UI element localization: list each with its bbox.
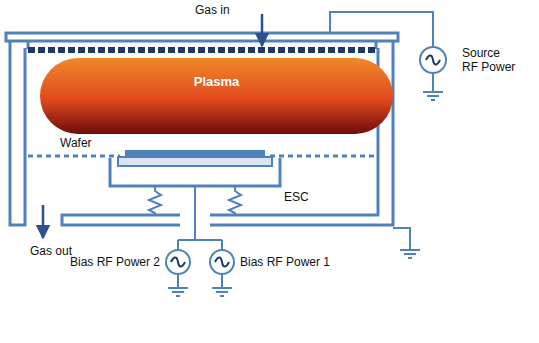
sine-symbol bbox=[215, 258, 229, 267]
rf-source-symbol bbox=[420, 47, 446, 73]
source-wire bbox=[330, 12, 433, 47]
rf-source-symbol bbox=[210, 250, 234, 274]
inductor-symbol bbox=[229, 187, 241, 215]
gas-label: Gas in bbox=[195, 3, 230, 17]
chamber-left-floor bbox=[62, 215, 180, 225]
showerhead-support bbox=[28, 41, 376, 49]
gas-in-arrow bbox=[261, 14, 264, 46]
inductor-symbol bbox=[149, 187, 161, 215]
ground-symbol bbox=[168, 288, 188, 296]
esc-housing bbox=[110, 158, 280, 186]
plasma-shape bbox=[40, 58, 393, 134]
power-label: Source RF Power bbox=[462, 46, 518, 74]
showerhead bbox=[28, 47, 376, 53]
sine-symbol bbox=[426, 56, 440, 65]
part-label: ESC bbox=[284, 190, 309, 204]
power-label: Bias RF Power 2 bbox=[70, 255, 160, 269]
plasma-region: Plasma bbox=[40, 58, 393, 134]
ground-symbol bbox=[212, 288, 232, 296]
power-label: Bias RF Power 1 bbox=[240, 255, 330, 269]
esc-plate bbox=[118, 157, 272, 166]
ground-symbol bbox=[400, 250, 420, 258]
gas-label: Gas out bbox=[30, 244, 72, 258]
sine-symbol bbox=[171, 258, 185, 267]
chamber-lid bbox=[6, 33, 398, 41]
bias-wire bbox=[178, 187, 222, 250]
part-label: Wafer bbox=[60, 136, 92, 150]
ground-wire bbox=[393, 228, 410, 250]
ground-wire bbox=[432, 73, 434, 92]
gas-out-arrow bbox=[42, 205, 45, 238]
region-label: Plasma bbox=[40, 74, 393, 90]
ground-symbol bbox=[423, 92, 443, 100]
wafer bbox=[125, 150, 265, 156]
rf-source-symbol bbox=[166, 250, 190, 274]
ground-wire bbox=[178, 274, 222, 288]
plasma-fill bbox=[40, 58, 393, 134]
chamber-left-wall bbox=[10, 41, 25, 225]
